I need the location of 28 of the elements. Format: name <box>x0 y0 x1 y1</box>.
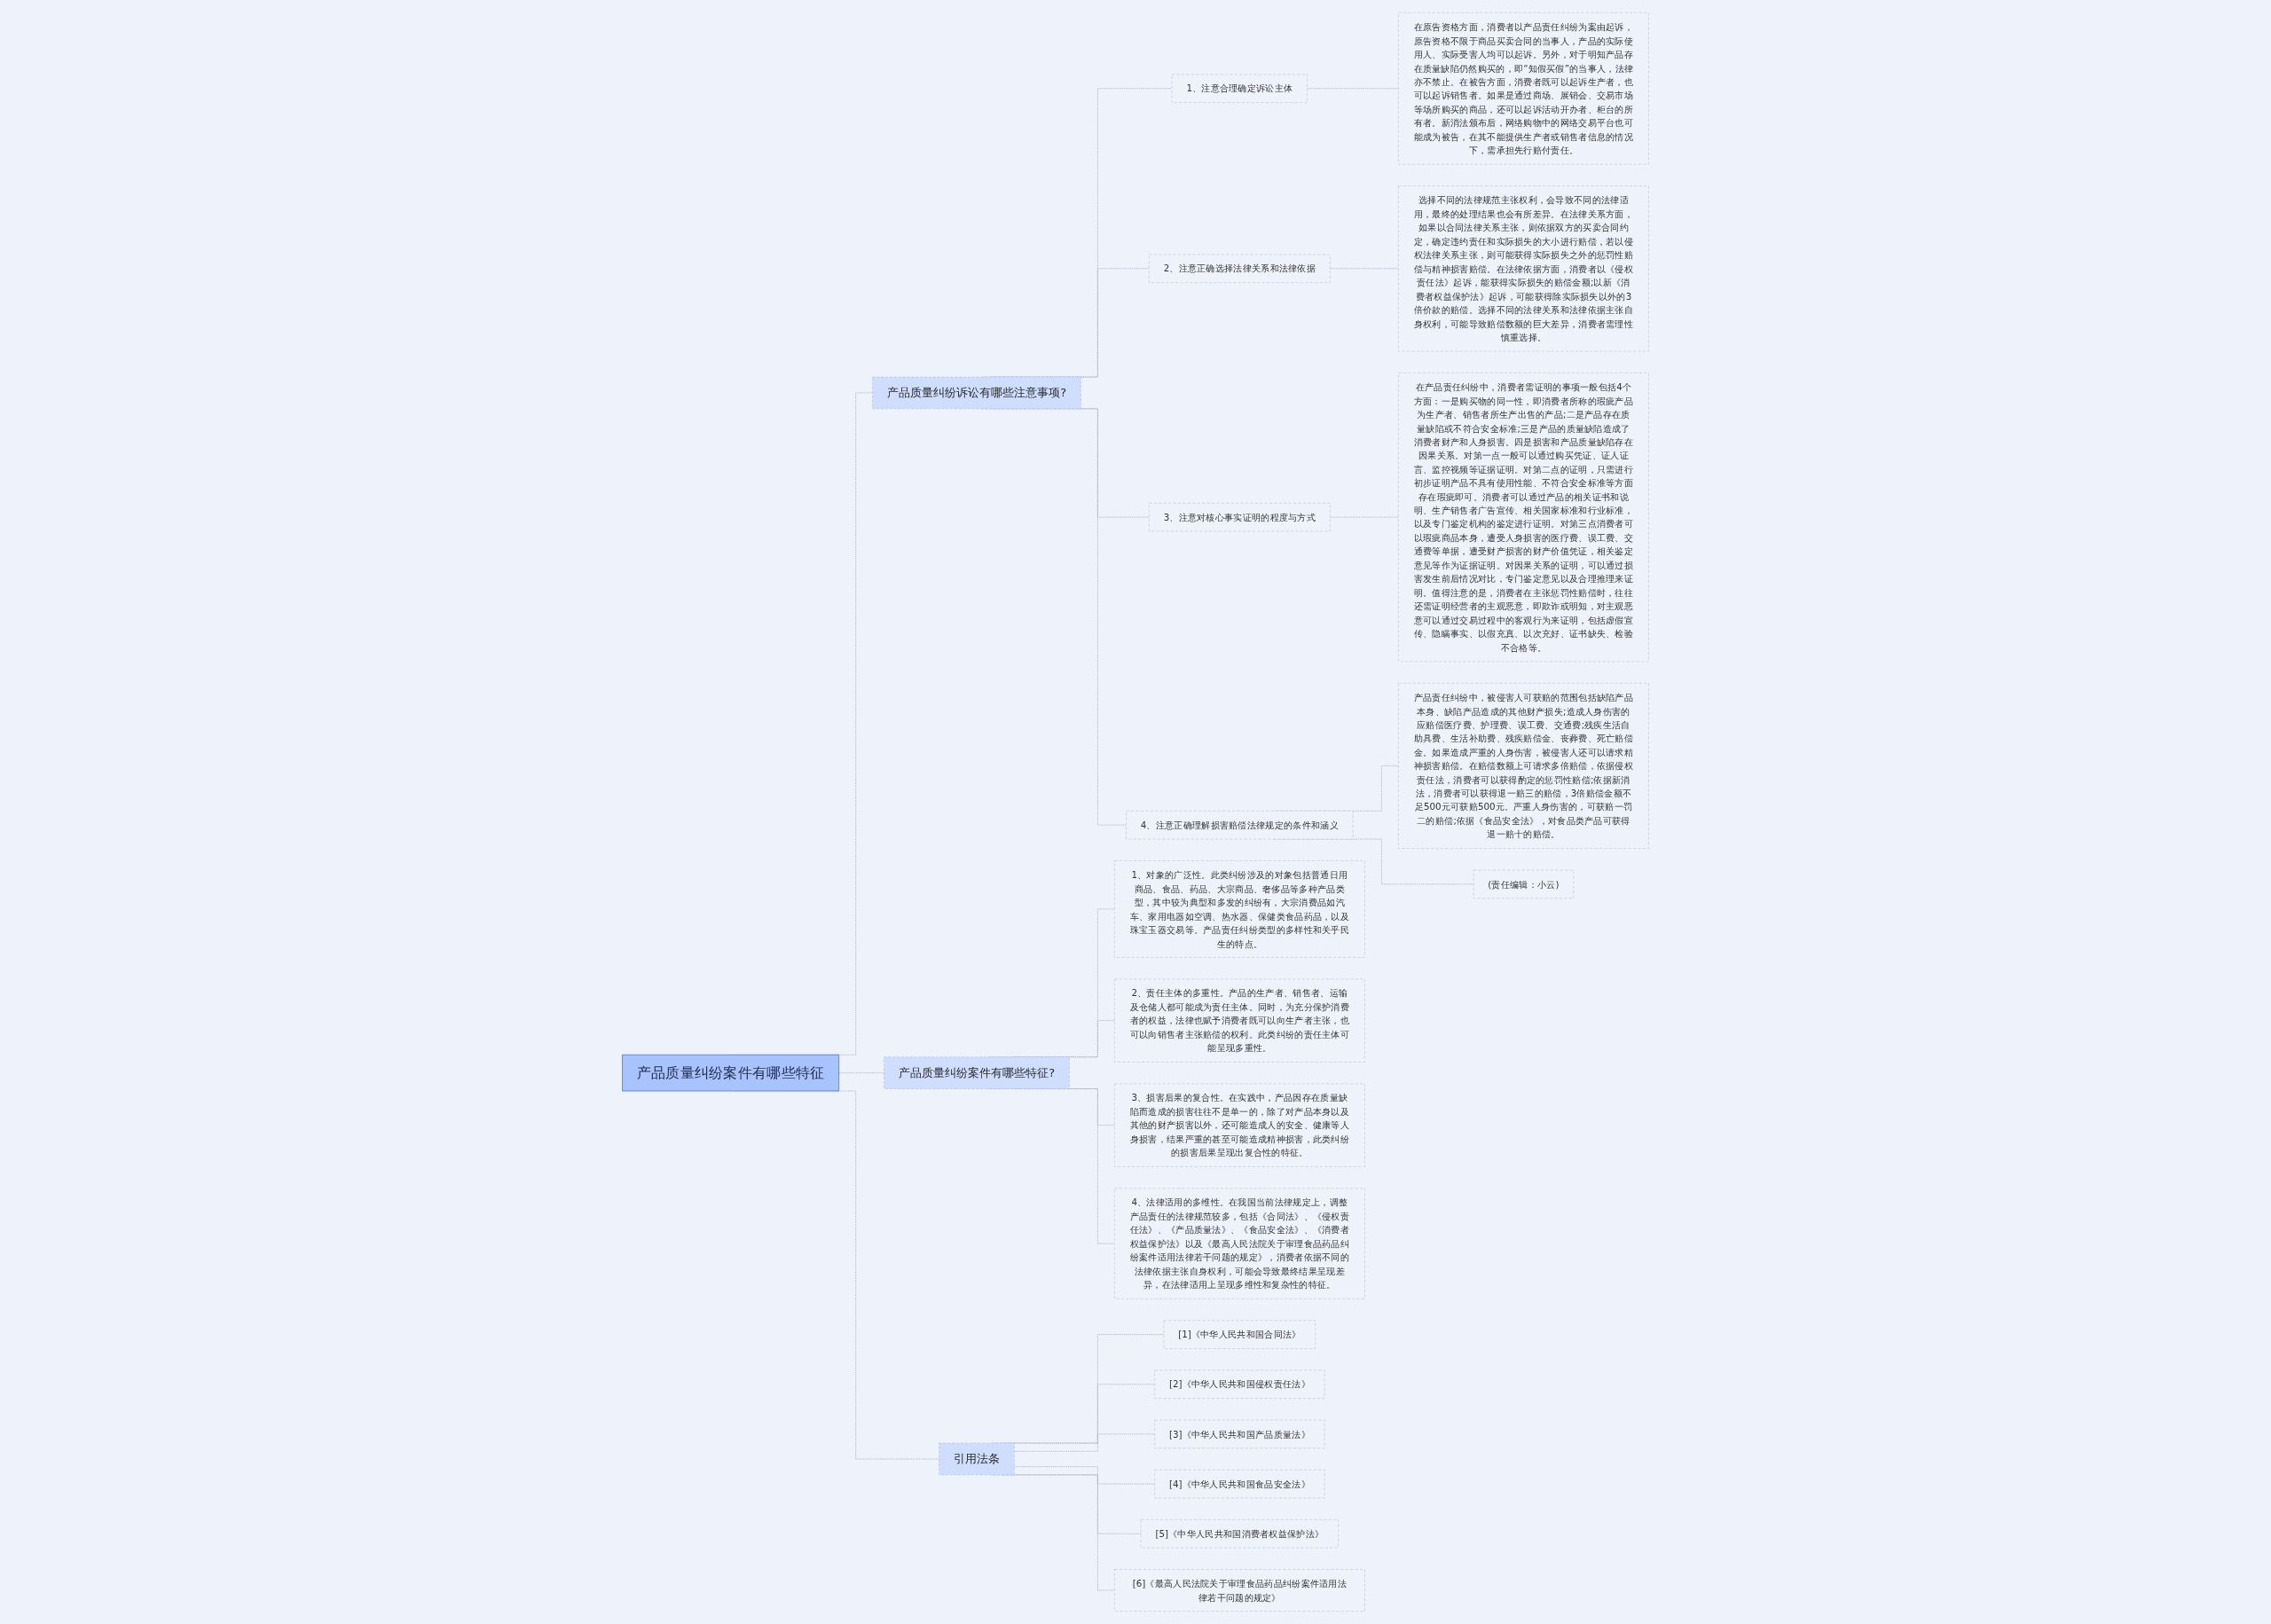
node-box: 在产品责任纠纷中，消费者需证明的事项一般包括4个方面：一是购买物的同一性，即消费者所称的瑕疵产品为生产者、销售者所生产出售的产品;二是产品存在质量缺陷或不符合安全标准;三是产品的质量缺陷造成了消费者财产和人身损害。四是损害和产品质量缺陷存在因果关系。对第一点一般可以通过购买凭证、证人证言、监控视频等证据证明。对第二点的证明，只需进行初步证明产品不具有使用性能、不符合安全标准等方面存在瑕疵即可。消费者可以通过产品的相关证书和说明、生产销售者广告宣传、相关国家标准和行业标准，以及专门鉴定机构的鉴定进行证明。对第三点消费者可以瑕疵商品本身，遭受人身损害的医疗费、误工费、交通费等单据，遭受财产损害的财产价值凭证，相关鉴定意见等作为证据证明。对因果关系的证明，可以通过损害发生前后情况对比，专门鉴定意见以及合理推理来证明。值得注意的是，消费者在主张惩罚性赔偿时，往往还需证明经营者的主观恶意，即欺诈或明知，对主观恶意可以通过交易过程中的客观行为来证明，包括虚假宣传、隐瞒事实、以假充真、以次充好、证书缺失、检验不合格等。 <box>1398 373 1649 663</box>
node-box: 4、注意正确理解损害赔偿法律规定的条件和涵义 <box>1126 811 1354 840</box>
node-box: 选择不同的法律规范主张权利，会导致不同的法律适用，最终的处理结果也会有所差异。在法律关系方面，如果以合同法律关系主张，则依据双方的买卖合同约定，确定违约责任和实际损失的大小进行赔偿，若以侵权法律关系主张，则可能获得实际损失之外的惩罚性赔偿与精神损害赔偿。在法律依据方面，消费者以《侵权责任法》起诉，能获得实际损失的赔偿金额;以新《消费者权益保护法》起诉，可能获得除实际损失以外的3倍价款的赔偿。选择不同的法律关系和法律依据主张自身权利，可能导致赔偿数额的巨大差异，消费者需理性慎重选择。 <box>1398 185 1649 352</box>
node-box: [2]《中华人民共和国侵权责任法》 <box>1154 1369 1325 1399</box>
node-box: [6]《最高人民法院关于审理食品药品纠纷案件适用法律若干问题的规定》 <box>1114 1569 1365 1612</box>
connector <box>1013 1466 1156 1485</box>
node-box: 产品责任纠纷中，被侵害人可获赔的范围包括缺陷产品本身、缺陷产品造成的其他财产损失;造成人身伤害的应赔偿医疗费、护理费、误工费、交通费;残疾生活自助具费、生活补助费、残疾赔偿金、丧葬费、死亡赔偿金。如果造成严重的人身伤害，被侵害人还可以请求精神损害赔偿。在赔偿数额上可请求多倍赔偿，依据侵权责任法，消费者可以获得酌定的惩罚性赔偿;依据新消法，消费者可以获得退一赔三的赔偿，3倍赔偿金额不足500元可获赔500元。严重人身伤害的，可获赔一罚二的赔偿;依据《食品安全法》，对食品类产品可获得退一赔十的赔偿。 <box>1398 683 1649 849</box>
node-box: 3、损害后果的复合性。在实践中，产品因存在质量缺陷而造成的损害往往不是单一的，除了对产品本身以及其他的财产损害以外，还可能造成人的安全、健康等人身损害，结果严重的甚至可能造成精神损害，此类纠纷的损害后果呈现出复合性的特征。 <box>1114 1083 1365 1167</box>
node-box: 1、对象的广泛性。此类纠纷涉及的对象包括普通日用商品、食品、药品、大宗商品、奢侈品等多种产品类型，其中较为典型和多发的纠纷有，大宗消费品如汽车、家用电器如空调、热水器、保健类食品药品，以及珠宝玉器交易等。产品责任纠纷类型的多样性和关乎民生的特点。 <box>1114 860 1365 958</box>
node-box: 2、注意正确选择法律关系和法律依据 <box>1149 254 1331 283</box>
node-box: 产品质量纠纷案件有哪些特征? <box>884 1056 1070 1089</box>
connector <box>1329 268 1399 270</box>
connector <box>1307 88 1399 90</box>
node-box: 4、法律适用的多维性。在我国当前法律规定上，调整产品责任的法律规范较多，包括《合同法》、《侵权责任法》、《产品质量法》、《食品安全法》、《消费者权益保护法》以及《最高人民法院关于审理食品药品纠纷案件适用法律若干问题的规定》，消费者依据不同的法律依据主张自身权利，可能会导致最终结果呈现差异，在法律适用上呈现多维性和复杂性的特征。 <box>1114 1188 1365 1299</box>
node-box: [3]《中华人民共和国产品质量法》 <box>1154 1419 1325 1449</box>
connector <box>1013 1433 1156 1452</box>
node-box: [1]《中华人民共和国合同法》 <box>1163 1320 1316 1349</box>
node-box: 产品质量纠纷案件有哪些特征 <box>622 1054 840 1092</box>
node-box: 产品质量纠纷诉讼有哪些注意事项? <box>872 376 1081 410</box>
node-box: 在原告资格方面，消费者以产品责任纠纷为案由起诉，原告资格不限于商品买卖合同的当事人，产品的实际使用人、实际受害人均可以起诉。另外，对于明知产品存在质量缺陷仍然购买的，即“知假买假”的当事人，法律亦不禁止。在被告方面，消费者既可以起诉生产者，也可以起诉销售者。如果是通过商场、展销会、交易市场等场所购买的商品，还可以起诉活动开办者、柜台的所有者。新消法颁布后，网络购物中的网络交易平台也可能成为被告，在其不能提供生产者或销售者信息的情况下，需承担先行赔付责任。 <box>1398 12 1649 165</box>
node-box: 引用法条 <box>939 1442 1015 1476</box>
node-box: [5]《中华人民共和国消费者权益保护法》 <box>1140 1519 1339 1549</box>
node-box: [4]《中华人民共和国食品安全法》 <box>1154 1469 1325 1499</box>
node-box: 1、注意合理确定诉讼主体 <box>1171 74 1308 103</box>
connector <box>838 1072 885 1074</box>
node-box: 2、责任主体的多重性。产品的生产者、销售者、运输及仓储人都可能成为责任主体。同时，为充分保护消费者的权益，法律也赋予消费者既可以向生产者主张，也可以向销售者主张赔偿的权利。此类纠纷的责任主体可能呈现多重性。 <box>1114 978 1365 1063</box>
node-box: (责任编辑：小云) <box>1473 869 1575 898</box>
node-box: 3、注意对核心事实证明的程度与方式 <box>1149 502 1331 532</box>
